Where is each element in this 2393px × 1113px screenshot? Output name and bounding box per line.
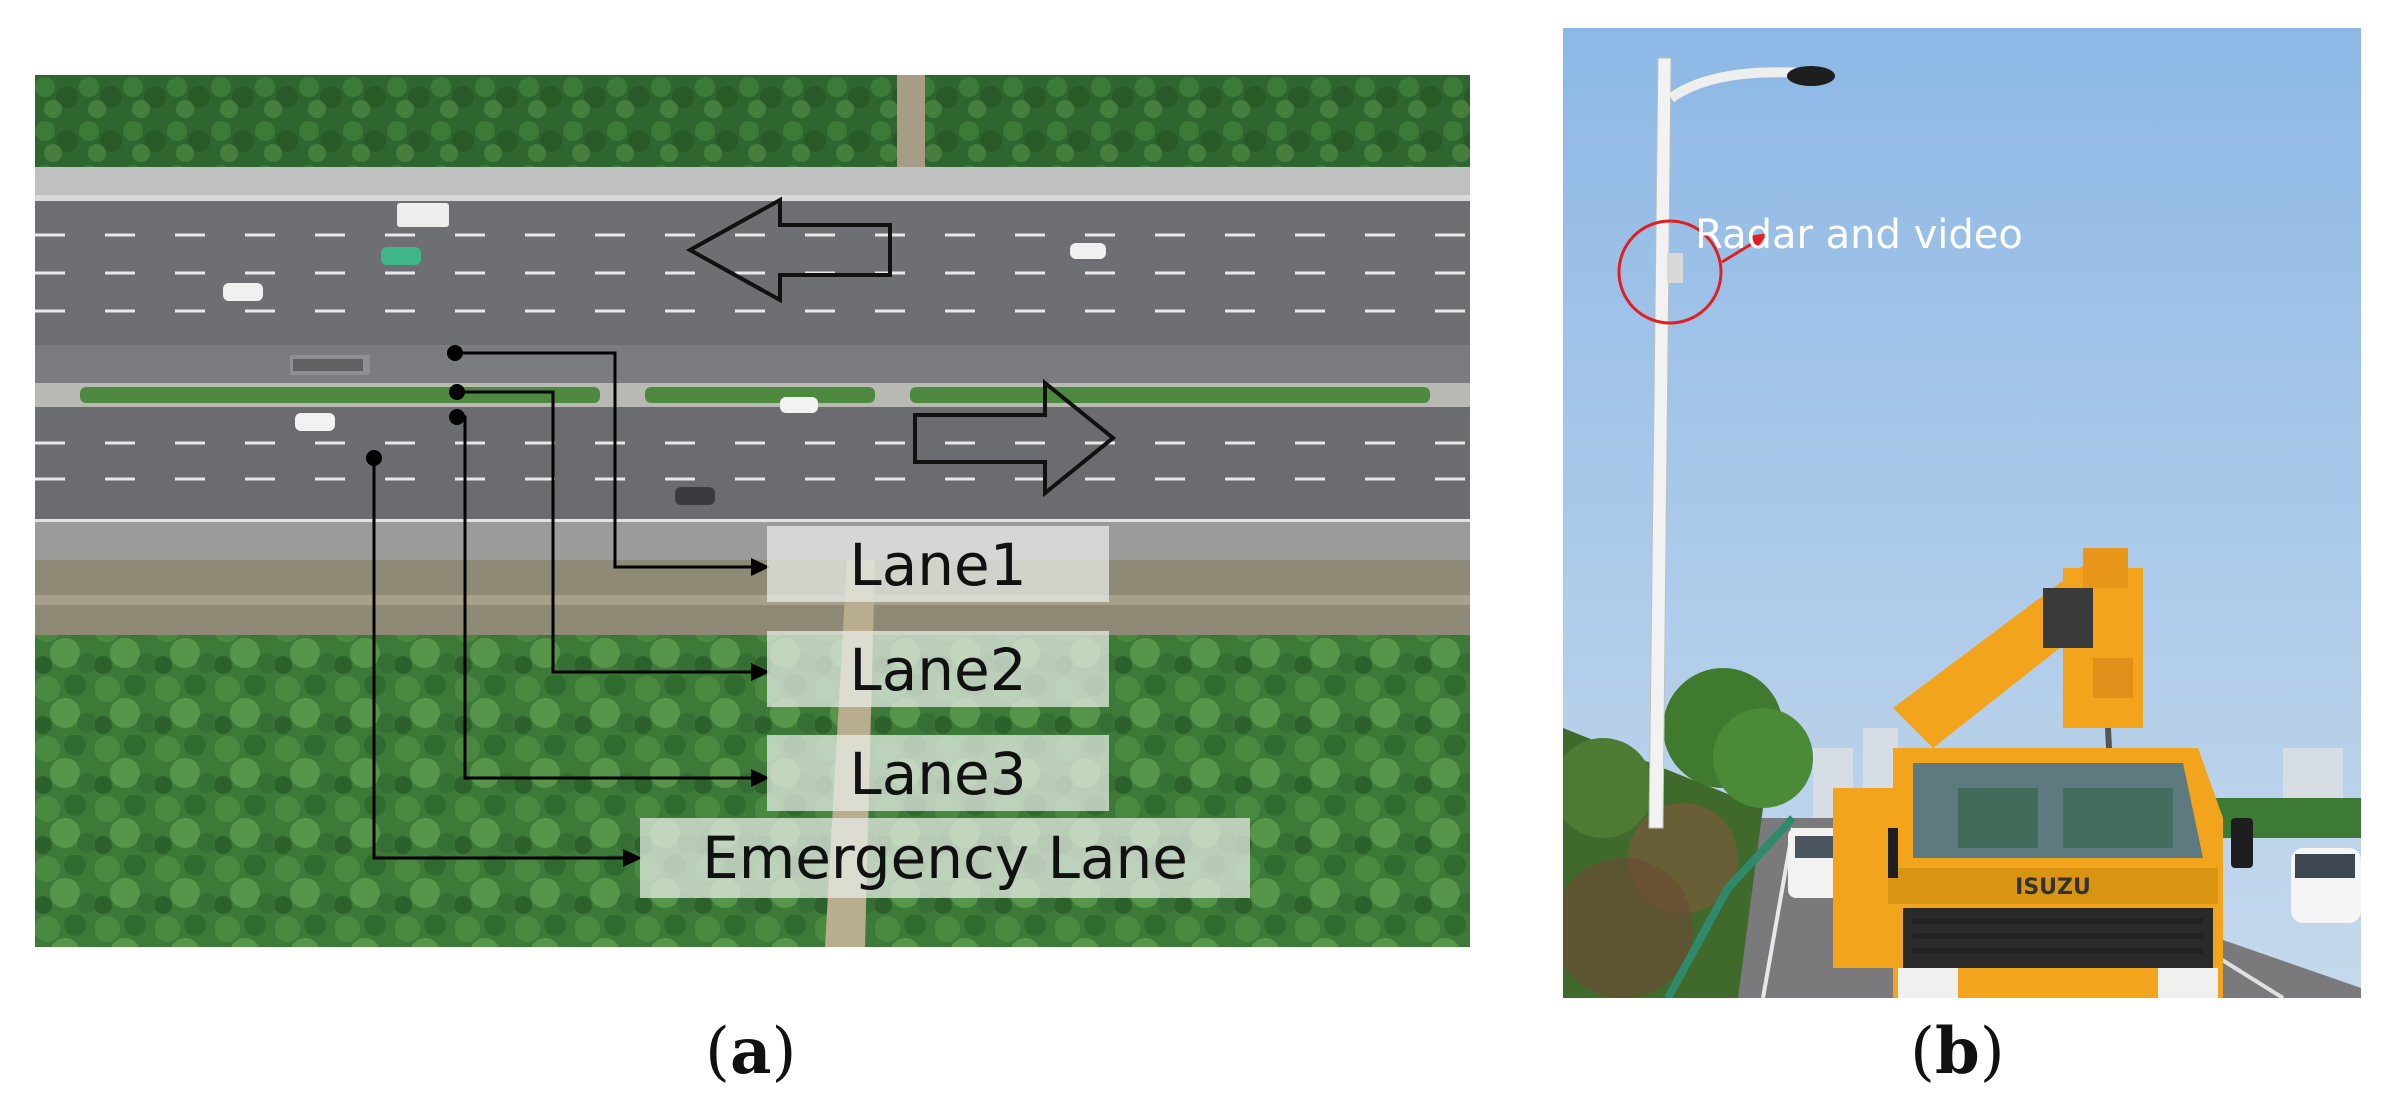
lane-marker-dots bbox=[366, 345, 465, 466]
car-vehicle bbox=[295, 413, 335, 431]
lower-carriageway bbox=[35, 407, 1470, 519]
lane-arrowheads bbox=[623, 558, 770, 867]
radar-video-sensor bbox=[1667, 253, 1683, 283]
svg-text:Emergency Lane: Emergency Lane bbox=[702, 824, 1188, 892]
westbound-arrow-icon bbox=[685, 196, 892, 304]
car-vehicle bbox=[780, 397, 818, 413]
top-tree-band bbox=[35, 75, 1470, 167]
top-path bbox=[897, 75, 925, 167]
truck-vehicle bbox=[397, 203, 449, 227]
roadside-photo: Radar and video ISUZU bbox=[1563, 28, 2361, 998]
aerial-photo-panel: Lane1 Lane2 Lane3 Emergency Lane bbox=[35, 75, 1470, 947]
forest-area bbox=[35, 635, 1470, 947]
truck-brand-badge: ISUZU bbox=[2015, 875, 2091, 900]
lane-label-lane3: Lane3 bbox=[767, 735, 1109, 811]
lane-label-lane1: Lane1 bbox=[767, 526, 1109, 602]
car-vehicle bbox=[675, 487, 715, 505]
svg-text:Lane3: Lane3 bbox=[849, 740, 1026, 808]
car-vehicle bbox=[381, 247, 421, 265]
street-lamp bbox=[1787, 66, 1835, 86]
eastbound-arrow-icon bbox=[913, 378, 1117, 498]
light-pole bbox=[1648, 57, 1835, 829]
lane-label-lane2: Lane2 bbox=[767, 631, 1109, 707]
car-vehicle bbox=[223, 283, 263, 301]
figure-caption-a: (a) bbox=[705, 1014, 797, 1089]
lane-label-emergency-lane: Emergency Lane bbox=[640, 818, 1250, 898]
svg-text:Lane2: Lane2 bbox=[849, 636, 1026, 704]
aerial-photo: Lane1 Lane2 Lane3 Emergency Lane bbox=[35, 75, 1470, 947]
radar-annotation-label: Radar and video bbox=[1695, 212, 2023, 258]
figure-caption-b: (b) bbox=[1910, 1014, 2005, 1089]
sensor-highlight-circle bbox=[1617, 219, 1723, 325]
car-vehicle bbox=[1070, 243, 1106, 259]
utility-truck: ISUZU bbox=[1833, 748, 2253, 998]
white-car bbox=[2291, 848, 2361, 923]
svg-text:Lane1: Lane1 bbox=[849, 531, 1026, 599]
roadside-photo-panel: Radar and video ISUZU bbox=[1563, 28, 2361, 998]
boom-crane bbox=[1893, 548, 2143, 789]
annotation-arrow bbox=[1721, 238, 1759, 264]
